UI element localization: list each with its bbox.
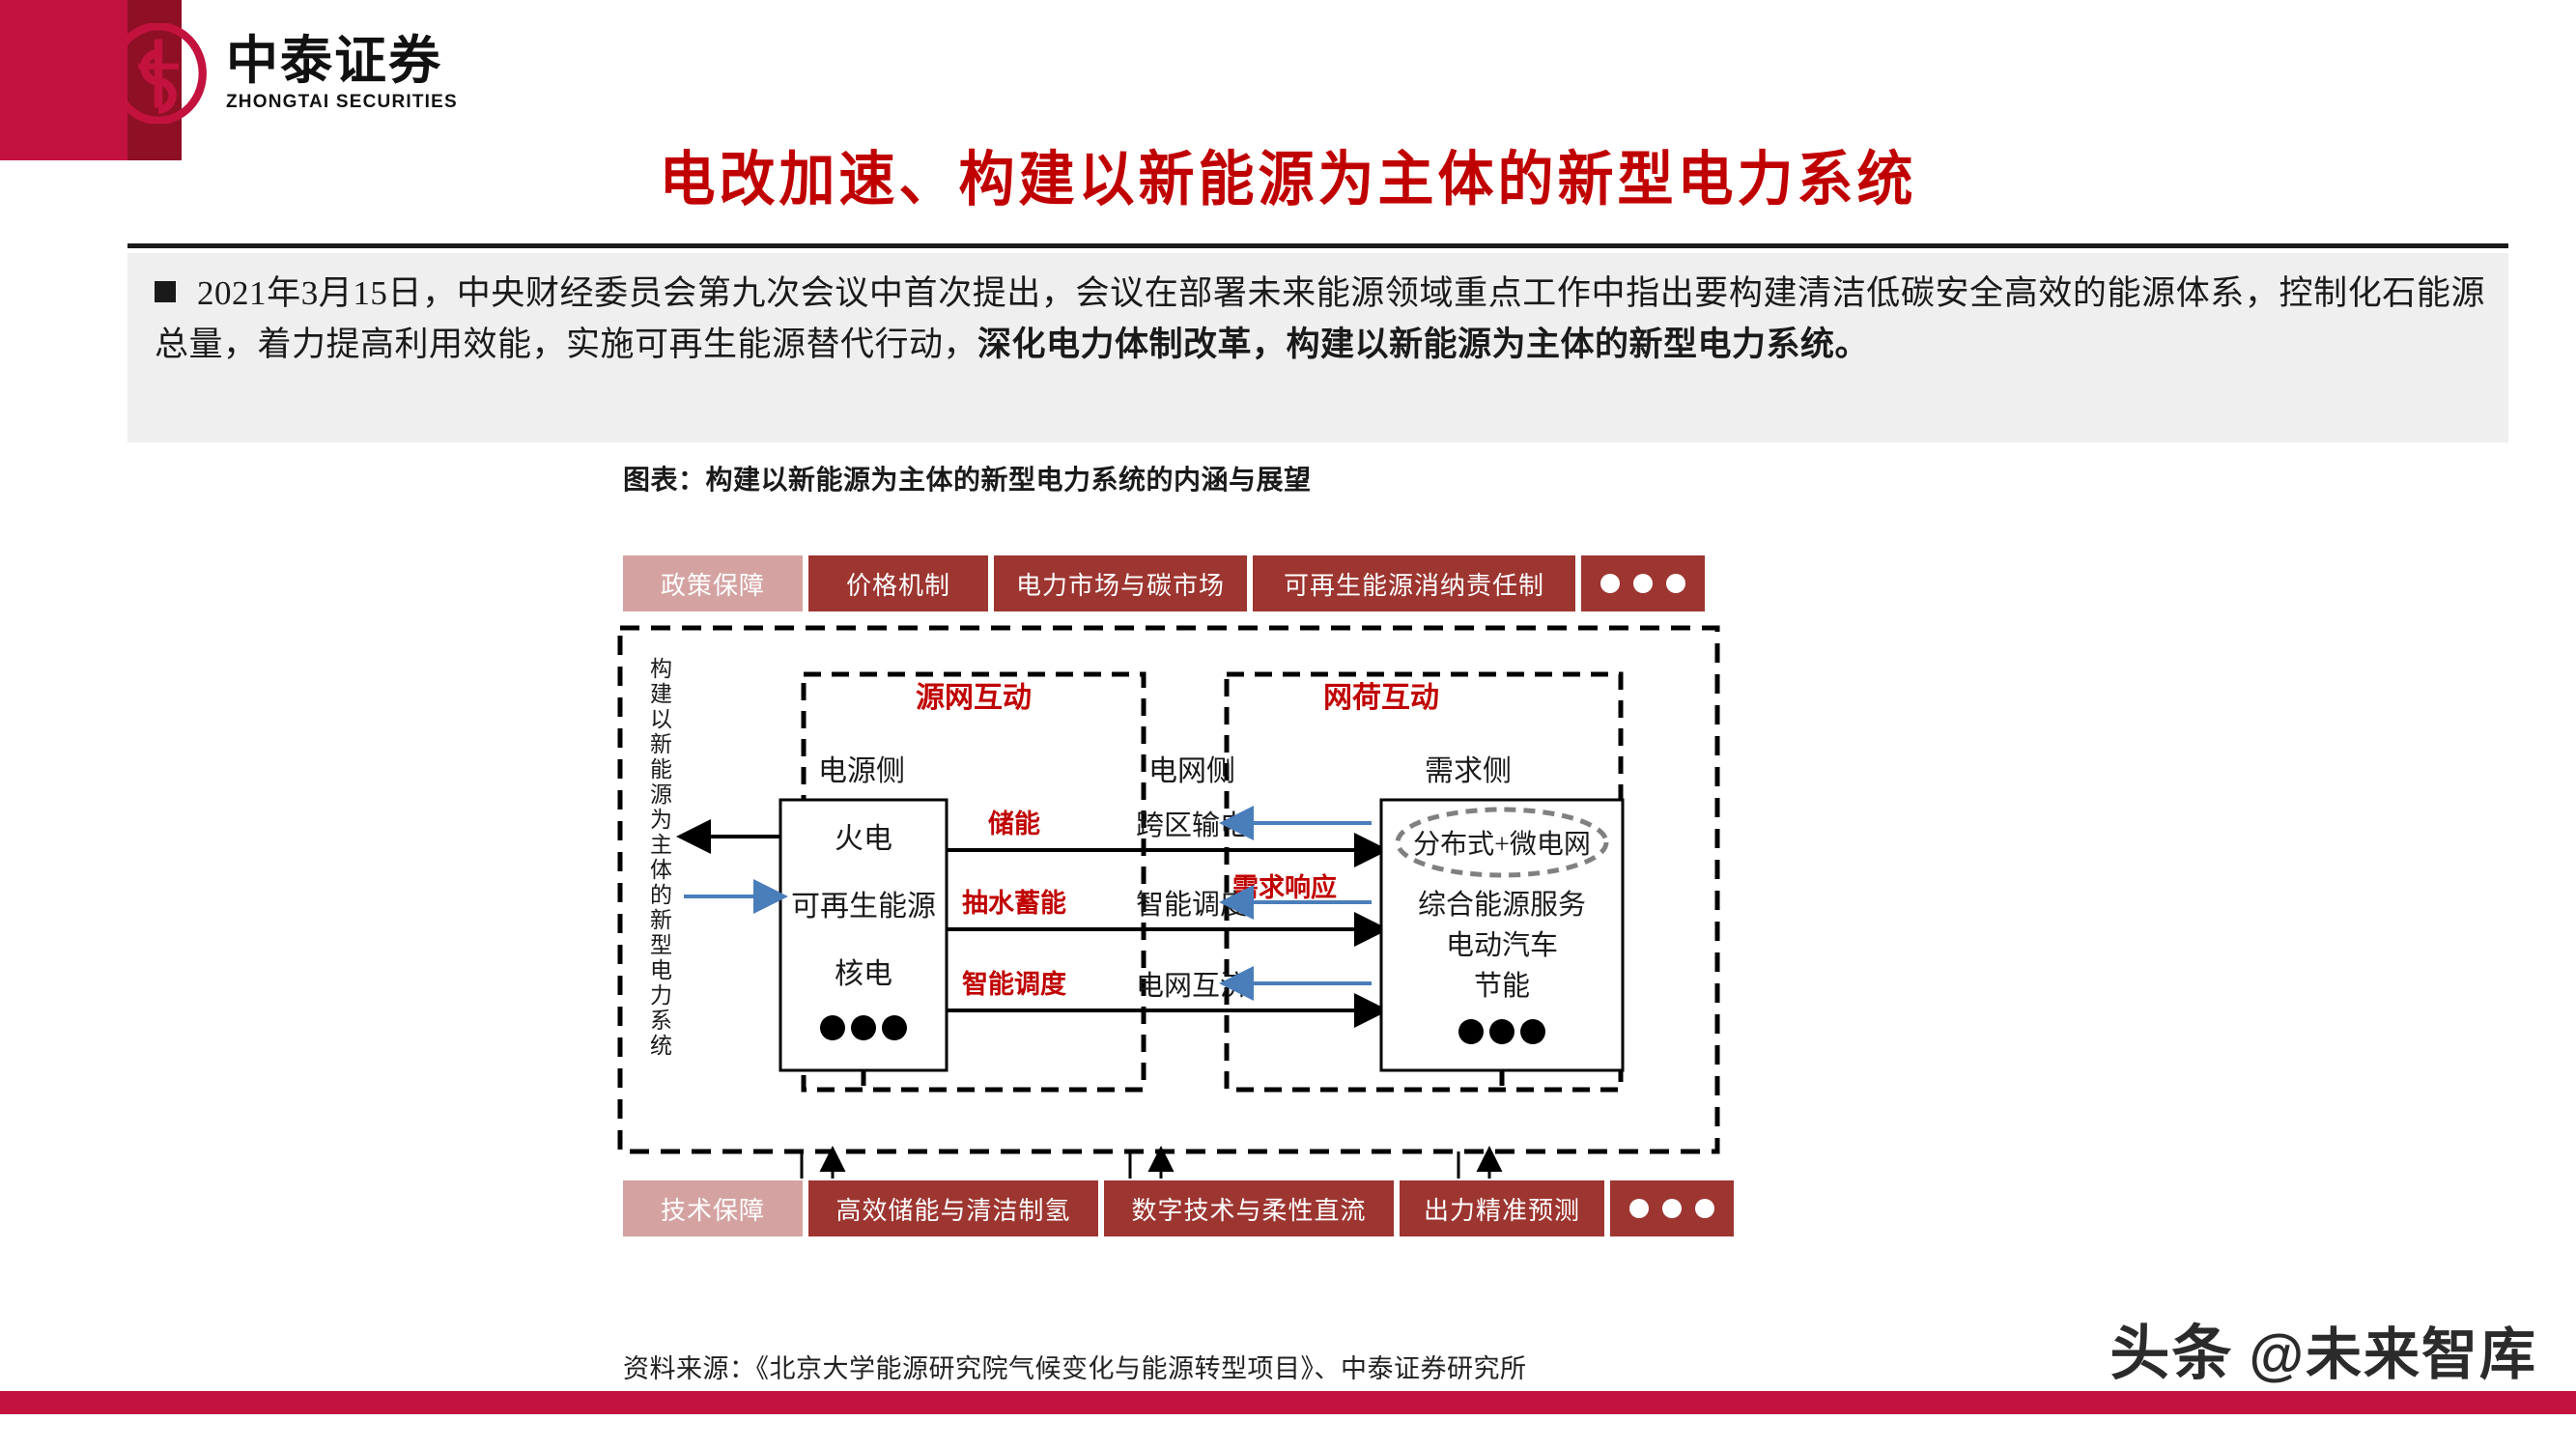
bar-cell-digital-tech-flexible-dc: 数字技术与柔性直流	[1104, 1180, 1394, 1236]
dot-icon	[1695, 1199, 1714, 1218]
dot-icon	[1633, 574, 1653, 593]
supply-item-nuclear: 核电	[835, 958, 892, 990]
dot-icon	[1662, 1199, 1682, 1218]
dot-icon	[1600, 574, 1620, 593]
bar-cell-output-forecast: 出力精准预测	[1400, 1180, 1604, 1236]
power-system-diagram: 构建以新能源为主体的新型电力系统 源网互动 网荷互动 电源侧 电网侧 需求侧 火…	[609, 556, 1729, 1211]
link-label-pumped-hydro: 抽水蓄能	[962, 888, 1066, 918]
brand-name-en: ZHONGTAI SECURITIES	[226, 92, 458, 113]
callout-text-bold: 深化电力体制改革，构建以新能源为主体的新型电力系统。	[977, 325, 1870, 363]
title-divider	[127, 243, 2508, 248]
technology-guarantee-bar: 技术保障 高效储能与清洁制氢 数字技术与柔性直流 出力精准预测	[623, 1180, 1734, 1236]
outer-vertical-label: 构建以新能源为主体的新型电力系统	[647, 657, 673, 1059]
watermark-account: @未来智库	[2249, 1323, 2537, 1386]
supply-item-thermal: 火电	[835, 823, 892, 855]
bar-cell-renewable-quota: 可再生能源消纳责任制	[1253, 555, 1575, 611]
dot-icon	[1666, 574, 1685, 593]
watermark: 头条 @未来智库	[2109, 1304, 2537, 1391]
dot-icon	[1629, 1199, 1649, 1218]
watermark-platform: 头条	[2109, 1321, 2234, 1387]
bar-cell-price-mechanism: 价格机制	[808, 555, 988, 611]
column-title-supply: 电源侧	[818, 755, 905, 787]
summary-callout: 2021年3月15日，中央财经委员会第九次会议中首次提出，会议在部署未来能源领域…	[127, 253, 2508, 442]
brand-name-cn: 中泰证券	[226, 31, 442, 90]
figure-caption: 图表：构建以新能源为主体的新型电力系统的内涵与展望	[623, 466, 1312, 496]
grid-item-cross-region: 跨区输电	[1136, 810, 1248, 841]
demand-ellipse-label: 分布式+微电网	[1413, 829, 1591, 860]
grid-item-smart-dispatch: 智能调度	[1136, 889, 1248, 921]
footer-accent-bar	[0, 1391, 2576, 1414]
demand-item-ev: 电动汽车	[1446, 929, 1558, 961]
group-label-grid-load: 网荷互动	[1323, 682, 1439, 714]
bar-cell-efficient-storage-hydrogen: 高效储能与清洁制氢	[808, 1180, 1098, 1236]
demand-item-energy-saving: 节能	[1474, 970, 1530, 1002]
page-title: 电改加速、构建以新能源为主体的新型电力系统	[659, 146, 1917, 213]
figure-source: 资料来源：《北京大学能源研究院气候变化与能源转型项目》、中泰证券研究所	[623, 1354, 1527, 1383]
column-title-demand: 需求侧	[1425, 755, 1512, 787]
supply-more-dots	[820, 1015, 907, 1040]
link-label-smart-dispatch: 智能调度	[962, 969, 1066, 999]
supply-item-renewable: 可再生能源	[791, 891, 936, 923]
link-label-demand-response: 需求响应	[1232, 872, 1337, 902]
bullet-square-icon	[155, 281, 176, 302]
brand-logo: 中泰证券 ZHONGTAI SECURITIES	[108, 15, 514, 131]
group-label-source-grid: 源网互动	[916, 682, 1032, 714]
corner-accent-primary	[0, 0, 127, 160]
bar-cell-power-and-carbon-market: 电力市场与碳市场	[994, 555, 1247, 611]
bar-cell-policy-guarantee: 政策保障	[623, 555, 803, 611]
demand-more-dots	[1458, 1019, 1545, 1044]
column-title-grid: 电网侧	[1148, 755, 1235, 787]
callout-text-plain: 2021年3月15日，中央财经委员会第九次会议中首次提出，会议在部署未来能源领域…	[155, 274, 2485, 363]
bar-cell-technology-guarantee: 技术保障	[623, 1180, 803, 1236]
link-label-storage: 储能	[988, 809, 1040, 838]
bar-cell-more-technologies	[1610, 1180, 1734, 1236]
policy-guarantee-bar: 政策保障 价格机制 电力市场与碳市场 可再生能源消纳责任制	[623, 555, 1705, 611]
demand-item-integrated-energy: 综合能源服务	[1418, 889, 1586, 921]
zhongtai-logo-icon	[108, 21, 209, 126]
grid-item-grid-mutual-aid: 电网互济	[1136, 970, 1248, 1002]
bar-cell-more-policies	[1581, 555, 1705, 611]
